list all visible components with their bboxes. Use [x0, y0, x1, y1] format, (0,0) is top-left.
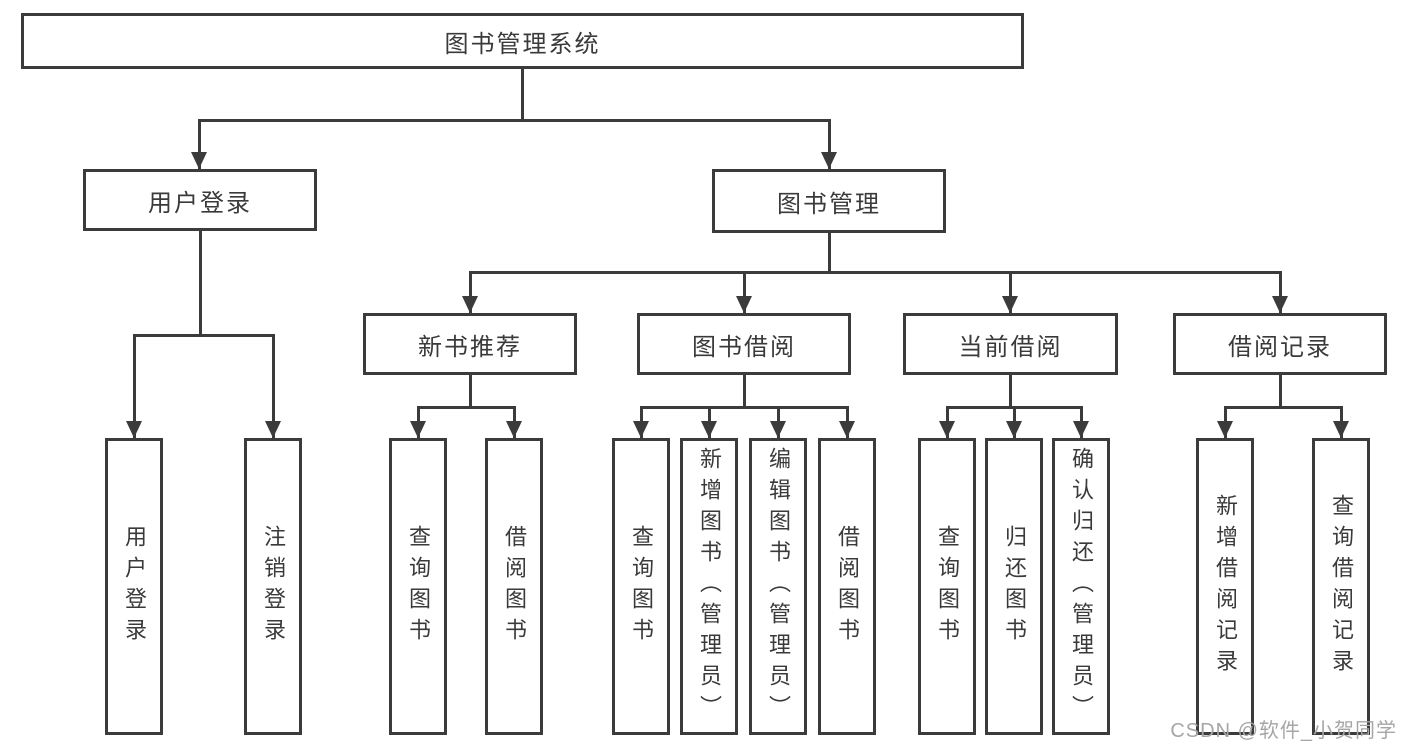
connector-current-borrow-stem [1009, 375, 1012, 409]
arrow-down-icon [701, 421, 717, 438]
leaf-logout: 注销登录 [244, 438, 302, 735]
arrow-down-icon [126, 421, 142, 438]
connector-new-book-stem [469, 375, 472, 409]
connector-user-login-stem [199, 231, 202, 337]
connector-drop-new-book [469, 271, 472, 313]
arrow-down-icon [633, 421, 649, 438]
leaf-query-books-current: 查询图书 [918, 438, 976, 735]
arrow-down-icon [1333, 421, 1349, 438]
leaf-add-book-admin: 新增图书（管理员） [680, 438, 738, 735]
leaf-edit-book-admin: 编辑图书（管理员） [749, 438, 807, 735]
node-user-login: 用户登录 [83, 169, 317, 231]
watermark: CSDN @软件_小贺同学 [1170, 720, 1397, 742]
connector-drop-leaf-logout [272, 334, 275, 438]
leaf-borrow-books-recommend: 借阅图书 [485, 438, 543, 735]
connector-root-stem [521, 69, 524, 122]
leaf-user-login: 用户登录 [105, 438, 163, 735]
arrow-down-icon [1272, 296, 1288, 313]
connector-new-book-rail [417, 406, 516, 409]
connector-drop-book-borrow [743, 271, 746, 313]
arrow-down-icon [191, 152, 207, 169]
connector-drop-user-login [198, 119, 201, 169]
leaf-query-books-recommend: 查询图书 [389, 438, 447, 735]
arrow-down-icon [410, 421, 426, 438]
connector-borrow-records-rail [1224, 406, 1342, 409]
arrow-down-icon [770, 421, 786, 438]
connector-book-borrow-rail [640, 406, 849, 409]
arrow-down-icon [265, 421, 281, 438]
leaf-confirm-return-admin: 确认归还（管理员） [1052, 438, 1110, 735]
connector-book-borrow-stem [743, 375, 746, 409]
connector-user-login-rail [133, 334, 275, 337]
arrow-down-icon [1002, 296, 1018, 313]
node-borrowing-records: 借阅记录 [1173, 313, 1387, 375]
connector-root-rail [198, 119, 831, 122]
connector-drop-current-borrow [1009, 271, 1012, 313]
node-library-management-system: 图书管理系统 [21, 13, 1024, 69]
leaf-return-books: 归还图书 [985, 438, 1043, 735]
arrow-down-icon [1006, 421, 1022, 438]
arrow-down-icon [1217, 421, 1233, 438]
arrow-down-icon [506, 421, 522, 438]
arrow-down-icon [736, 296, 752, 313]
arrow-down-icon [1073, 421, 1089, 438]
arrow-down-icon [939, 421, 955, 438]
arrow-down-icon [462, 296, 478, 313]
leaf-query-books-borrow: 查询图书 [612, 438, 670, 735]
node-new-book-recommendation: 新书推荐 [363, 313, 577, 375]
node-book-borrowing: 图书借阅 [637, 313, 851, 375]
leaf-query-borrow-record: 查询借阅记录 [1312, 438, 1370, 735]
arrow-down-icon [839, 421, 855, 438]
connector-drop-leaf-user-login [133, 334, 136, 438]
node-book-management: 图书管理 [712, 169, 946, 233]
node-current-borrowing: 当前借阅 [903, 313, 1118, 375]
leaf-add-borrow-record: 新增借阅记录 [1196, 438, 1254, 735]
arrow-down-icon [821, 152, 837, 169]
leaf-borrow-books: 借阅图书 [818, 438, 876, 735]
connector-borrow-records-stem [1279, 375, 1282, 409]
connector-book-management-stem [828, 233, 831, 274]
connector-drop-borrow-records [1279, 271, 1282, 313]
connector-book-management-rail [469, 271, 1282, 274]
connector-drop-book-management [828, 119, 831, 169]
